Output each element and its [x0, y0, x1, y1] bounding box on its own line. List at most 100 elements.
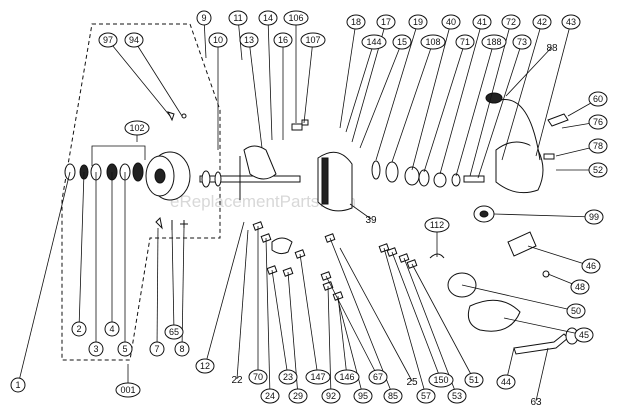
part-label-39: 39 — [365, 215, 377, 226]
part-label-2: 2 — [76, 324, 81, 334]
leader-line-12 — [204, 221, 245, 367]
part-label-5: 5 — [122, 344, 127, 354]
small-clip-part — [167, 111, 175, 122]
leader-line-63 — [535, 347, 549, 402]
label-bubble-001 — [115, 382, 141, 398]
side-cover-part — [467, 299, 521, 332]
label-bubble-102 — [124, 120, 150, 136]
label-bubble-5 — [117, 341, 133, 357]
label-bubble-76 — [588, 114, 608, 130]
label-bubble-67 — [368, 369, 388, 385]
oscillating-gear-part — [271, 237, 293, 255]
part-label-107: 107 — [305, 35, 320, 45]
label-bubble-29 — [288, 388, 308, 404]
label-bubble-3 — [88, 341, 104, 357]
label-bubble-97 — [98, 32, 118, 48]
part-label-8: 8 — [179, 344, 184, 354]
label-bubble-94 — [124, 32, 144, 48]
washer-group-bracket — [91, 145, 146, 166]
part-label-65: 65 — [169, 327, 179, 337]
part-label-97: 97 — [103, 35, 113, 45]
leader-line-13 — [248, 39, 263, 149]
leader-line-50 — [461, 284, 577, 312]
part-label-4: 4 — [109, 324, 114, 334]
leader-line-41 — [439, 21, 483, 175]
label-bubble-40 — [441, 14, 461, 30]
part-label-51: 51 — [469, 375, 479, 385]
label-bubble-1 — [10, 377, 26, 393]
label-bubble-8 — [174, 341, 190, 357]
label-bubble-4 — [104, 321, 120, 337]
leader-line-51 — [411, 263, 475, 381]
leader-line-188 — [455, 41, 495, 177]
label-bubble-70 — [248, 369, 268, 385]
part-label-144: 144 — [366, 37, 381, 47]
leader-line-146 — [337, 295, 348, 378]
part-label-23: 23 — [283, 372, 293, 382]
side-screw-part — [543, 153, 555, 160]
part-label-19: 19 — [413, 17, 423, 27]
clip-part — [291, 123, 303, 131]
label-bubble-106 — [283, 10, 309, 26]
leader-line-95 — [337, 299, 364, 397]
side-plate-part — [547, 113, 569, 127]
part-label-188: 188 — [486, 37, 501, 47]
part-label-78: 78 — [593, 141, 603, 151]
foot-cap-part — [485, 92, 503, 104]
label-bubble-13 — [239, 32, 259, 48]
leader-line-42 — [501, 21, 543, 161]
leader-line-45 — [503, 317, 585, 336]
leader-line-88 — [505, 46, 553, 97]
part-label-17: 17 — [381, 17, 391, 27]
label-bubble-146 — [334, 369, 360, 385]
label-bubble-107 — [300, 32, 326, 48]
part-label-112: 112 — [430, 220, 444, 230]
part-label-41: 41 — [477, 17, 487, 27]
part-label-12: 12 — [200, 361, 210, 371]
reel-body-edge — [321, 157, 329, 205]
part-label-43: 43 — [566, 17, 576, 27]
clip-part — [301, 119, 309, 126]
part-label-14: 14 — [263, 13, 273, 23]
part-label-45: 45 — [579, 330, 589, 340]
part-label-67: 67 — [373, 372, 383, 382]
part-label-50: 50 — [571, 306, 581, 316]
leader-line-97 — [107, 39, 171, 117]
label-bubble-65 — [164, 324, 184, 340]
part-label-150: 150 — [433, 375, 448, 385]
leader-line-40 — [411, 21, 452, 171]
leader-line-71 — [423, 41, 466, 173]
part-label-15: 15 — [397, 37, 407, 47]
part-label-46: 46 — [586, 261, 596, 271]
label-bubble-18 — [346, 14, 366, 30]
leader-line-24 — [265, 237, 271, 397]
gear-part — [451, 173, 461, 187]
leader-line-39 — [349, 203, 372, 220]
part-label-24: 24 — [265, 391, 275, 401]
part-label-1: 1 — [15, 380, 20, 390]
leader-line-147 — [299, 253, 319, 378]
leader-line-73 — [477, 41, 523, 179]
main-shaft-part — [199, 175, 301, 183]
label-bubble-48 — [570, 279, 590, 295]
part-label-71: 71 — [460, 37, 470, 47]
label-bubble-15 — [392, 34, 412, 50]
part-label-70: 70 — [253, 372, 263, 382]
part-label-85: 85 — [388, 391, 398, 401]
spool-assembly-outline — [61, 23, 221, 361]
label-bubble-23 — [278, 369, 298, 385]
label-bubble-10 — [208, 32, 228, 48]
rotor-part — [243, 145, 277, 180]
shaft-washer-part — [214, 171, 222, 187]
leader-line-23 — [271, 269, 289, 378]
label-bubble-92 — [321, 388, 341, 404]
part-label-102: 102 — [129, 123, 144, 133]
small-screw-part — [181, 113, 187, 119]
gear-housing-part — [495, 141, 544, 194]
leader-line-57 — [383, 247, 427, 397]
leader-line-7 — [156, 227, 159, 350]
gear-part — [371, 160, 381, 180]
label-bubble-112 — [424, 217, 450, 233]
leader-line-150 — [391, 251, 442, 381]
